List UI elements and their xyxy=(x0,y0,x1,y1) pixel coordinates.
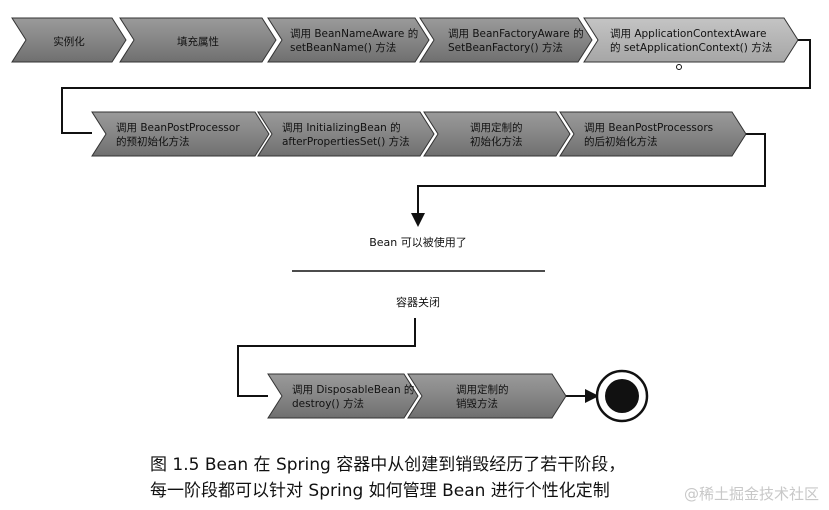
end-state-icon xyxy=(595,369,649,423)
connector-row2-to-ready xyxy=(411,133,766,227)
step-label: 的预初始化方法 xyxy=(116,135,190,148)
step-instantiate: 实例化 xyxy=(11,17,127,63)
step-label: SetBeanFactory() 方法 xyxy=(448,41,563,54)
step-label: destroy() 方法 xyxy=(292,397,364,410)
step-label: 的 setApplicationContext() 方法 xyxy=(610,41,772,54)
step-bean-factory-aware: 调用 BeanFactoryAware 的 SetBeanFactory() 方… xyxy=(419,17,593,63)
step-label: 销毁方法 xyxy=(456,397,498,410)
step-label: 的后初始化方法 xyxy=(584,135,658,148)
row1-steps: 实例化 填充属性 调用 BeanNameAware 的 setBeanName(… xyxy=(11,17,799,63)
step-label: 调用 BeanPostProcessor xyxy=(116,122,240,134)
step-disposable-bean: 调用 DisposableBean 的 destroy() 方法 xyxy=(267,373,419,419)
container-close-label: 容器关闭 xyxy=(396,295,440,309)
step-label: afterPropertiesSet() 方法 xyxy=(282,135,410,148)
step-label: 初始化方法 xyxy=(470,135,523,148)
connector-row1-to-row2 xyxy=(61,39,811,134)
step-populate-properties: 填充属性 xyxy=(119,17,277,63)
step-label: 调用定制的 xyxy=(456,383,509,396)
caption-line-1: 图 1.5 Bean 在 Spring 容器中从创建到销毁经历了若干阶段， xyxy=(150,455,626,475)
step-bean-name-aware: 调用 BeanNameAware 的 setBeanName() 方法 xyxy=(267,17,430,63)
step-label: 调用 BeanPostProcessors xyxy=(584,122,713,134)
step-label: 调用 DisposableBean 的 xyxy=(292,383,414,396)
step-post-processor-after-init: 调用 BeanPostProcessors 的后初始化方法 xyxy=(559,111,747,157)
watermark: @稀土掘金技术社区 xyxy=(683,485,819,503)
step-label: 调用 BeanNameAware 的 xyxy=(290,27,418,40)
step-label: 填充属性 xyxy=(177,35,219,48)
step-label: 调用 BeanFactoryAware 的 xyxy=(448,27,584,40)
bean-ready-label: Bean 可以被使用了 xyxy=(369,236,467,249)
caption-line-2: 每一阶段都可以针对 Spring 如何管理 Bean 进行个性化定制 xyxy=(150,481,610,501)
step-post-processor-before-init: 调用 BeanPostProcessor 的预初始化方法 xyxy=(91,111,270,157)
stray-dot xyxy=(676,64,682,70)
row3-steps: 调用 DisposableBean 的 destroy() 方法 调用定制的 销… xyxy=(267,373,567,419)
connector-close-to-row3 xyxy=(237,318,416,397)
step-label: setBeanName() 方法 xyxy=(290,41,396,54)
step-application-context-aware: 调用 ApplicationContextAware 的 setApplicat… xyxy=(583,17,799,63)
step-label: 调用 InitializingBean 的 xyxy=(282,121,401,134)
figure-caption: 图 1.5 Bean 在 Spring 容器中从创建到销毁经历了若干阶段， 每一… xyxy=(150,452,710,504)
step-custom-init: 调用定制的 初始化方法 xyxy=(423,111,571,157)
step-label: 调用 ApplicationContextAware xyxy=(610,28,766,40)
step-label: 实例化 xyxy=(53,35,85,48)
step-initializing-bean: 调用 InitializingBean 的 afterPropertiesSet… xyxy=(257,111,435,157)
step-label: 调用定制的 xyxy=(470,121,523,134)
step-custom-destroy: 调用定制的 销毁方法 xyxy=(407,373,567,419)
row2-steps: 调用 BeanPostProcessor 的预初始化方法 调用 Initiali… xyxy=(91,111,747,157)
